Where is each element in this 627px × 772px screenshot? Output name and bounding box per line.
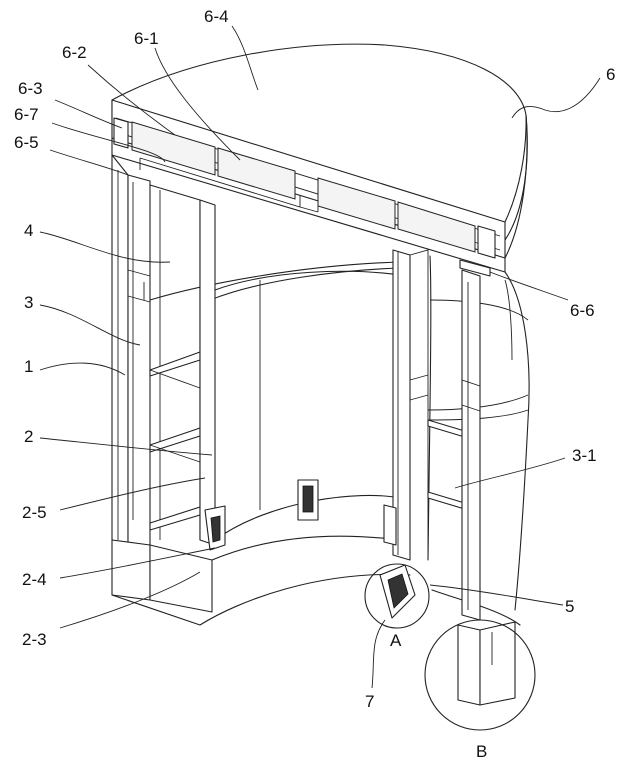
reference-labels: 6-4 6-1 6-2 6-3 6-7 6-5 6 4 3 1 6-6 2 3-… <box>14 7 615 761</box>
left-base-block <box>111 539 151 601</box>
detail-circle-b <box>424 619 536 731</box>
label-6-4: 6-4 <box>204 7 229 26</box>
end-block-right <box>477 225 496 259</box>
label-5: 5 <box>565 597 574 616</box>
leader-lines <box>39 25 601 689</box>
label-6: 6 <box>606 65 615 84</box>
label-6-5: 6-5 <box>14 133 39 152</box>
clip-6-6 <box>459 259 491 277</box>
compartment-6-2 <box>131 121 216 176</box>
compartment-right-a <box>317 177 396 230</box>
label-6-6: 6-6 <box>570 301 595 320</box>
label-6-2: 6-2 <box>62 43 87 62</box>
label-4: 4 <box>24 221 33 240</box>
shelf-low-left <box>149 506 201 531</box>
label-1: 1 <box>24 357 33 376</box>
label-a: A <box>390 631 402 650</box>
compartment-6-1 <box>217 147 296 200</box>
shelf-mid-left <box>149 427 201 453</box>
label-3: 3 <box>24 293 33 312</box>
outer-wall <box>427 255 530 626</box>
label-2-3: 2-3 <box>22 630 47 649</box>
label-6-1: 6-1 <box>134 29 159 48</box>
upright-2-right <box>392 249 411 561</box>
right-inner-post <box>461 269 481 621</box>
label-7: 7 <box>365 692 374 711</box>
label-2: 2 <box>24 427 33 446</box>
label-2-4: 2-4 <box>22 570 47 589</box>
right-base-block <box>457 624 481 706</box>
top-cap-6 <box>111 43 528 277</box>
label-6-7: 6-7 <box>14 105 39 124</box>
cap-top-surface <box>111 43 528 241</box>
label-3-1: 3-1 <box>572 446 597 465</box>
label-b: B <box>476 742 487 761</box>
center-drum <box>214 270 401 291</box>
upright-2-left <box>199 199 216 546</box>
left-post-1 <box>111 154 411 626</box>
right-latch <box>383 504 397 546</box>
compartment-right-b <box>397 201 476 253</box>
detail-circle-a <box>364 563 430 629</box>
end-block-6-3 <box>113 117 129 149</box>
inner-sleeve <box>149 184 516 706</box>
label-6-3: 6-3 <box>18 79 43 98</box>
label-2-5: 2-5 <box>22 503 47 522</box>
